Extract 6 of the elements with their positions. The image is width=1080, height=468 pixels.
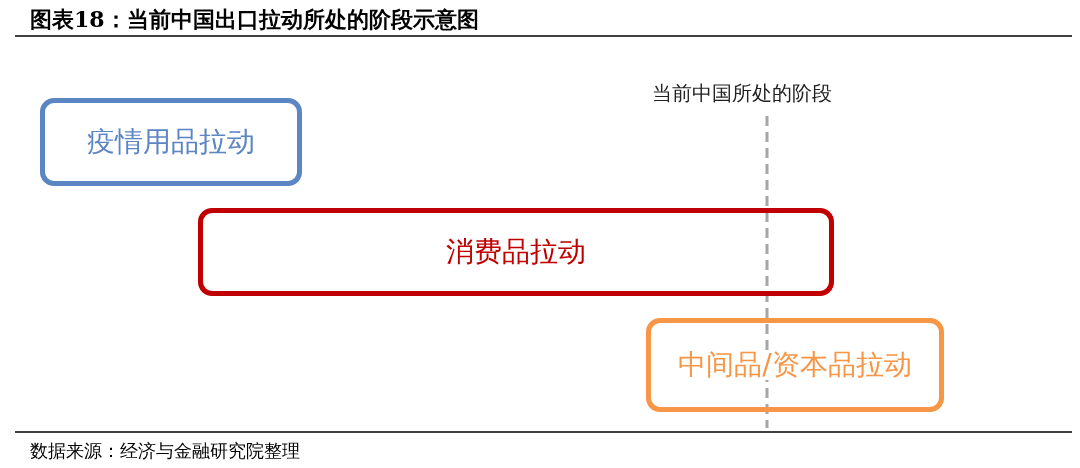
stage-box: 疫情用品拉动	[40, 98, 302, 186]
chart-title: 图表18：当前中国出口拉动所处的阶段示意图	[30, 5, 479, 34]
stage-marker-label: 当前中国所处的阶段	[652, 80, 832, 107]
stage-box: 消费品拉动	[198, 208, 834, 296]
stage-box: 中间品/资本品拉动	[646, 318, 944, 412]
source-note: 数据来源：经济与金融研究院整理	[30, 439, 300, 463]
